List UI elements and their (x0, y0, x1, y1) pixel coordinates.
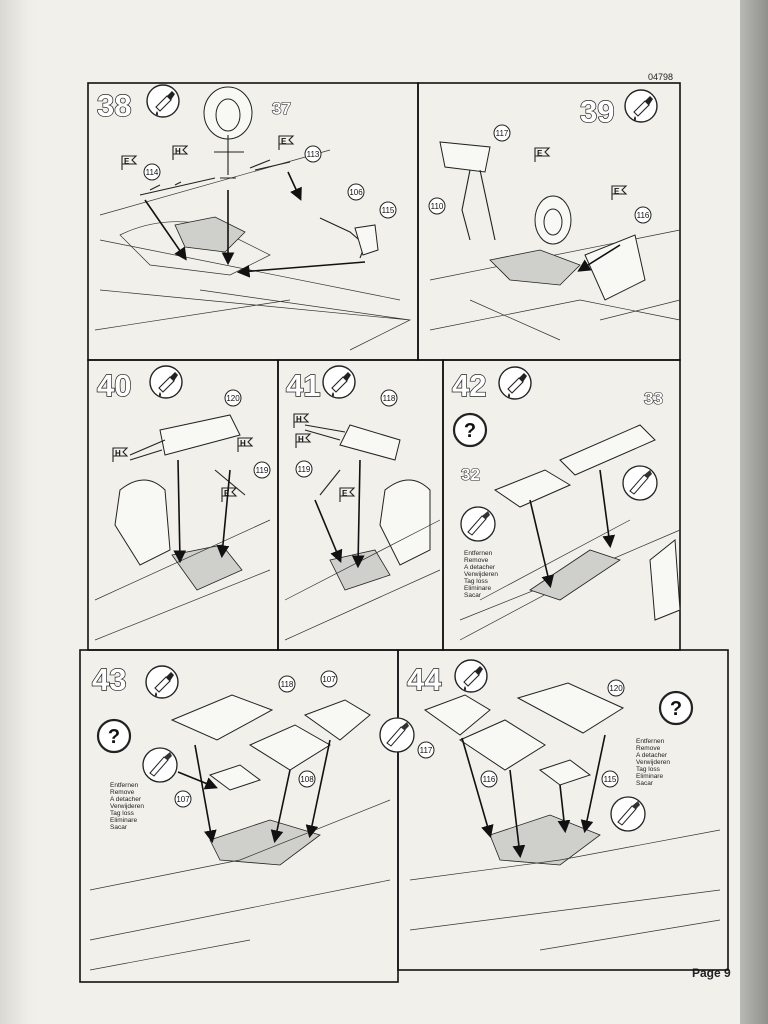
svg-text:Verwijderen: Verwijderen (110, 803, 144, 810)
part-label: 113 (307, 150, 320, 159)
question-mark: ? (464, 420, 476, 442)
document-code: 04798 (648, 72, 674, 82)
part-label: 120 (226, 394, 240, 403)
glue-icon (498, 366, 532, 400)
cutter-icon (142, 747, 178, 783)
part-label: 119 (256, 466, 269, 475)
part-label: 106 (349, 188, 363, 197)
part-label: 115 (382, 206, 395, 215)
svg-text:E: E (537, 149, 543, 158)
svg-text:H: H (115, 449, 121, 458)
glue-icon (624, 89, 658, 123)
part-label: 117 (496, 129, 509, 138)
part-label: 115 (604, 775, 617, 784)
cutter-icon (622, 465, 658, 501)
svg-text:Remove: Remove (636, 745, 661, 752)
part-label: 116 (637, 211, 650, 220)
svg-text:Sacar: Sacar (464, 592, 482, 599)
cutter-icon (460, 506, 496, 542)
svg-text:E: E (614, 187, 620, 196)
step-43-number: 43 (92, 662, 126, 697)
svg-text:H: H (296, 415, 302, 424)
remove-note: Entfernen Remove A detacher Verwijderen … (464, 550, 498, 599)
page-spine-shadow (0, 0, 38, 1024)
page-edge-background (740, 0, 768, 1024)
step-41-panel: 41 H H E 118 119 (277, 359, 444, 651)
step-39-number: 39 (580, 94, 614, 129)
step-41-number: 41 (286, 368, 320, 403)
part-label: 117 (420, 746, 433, 755)
svg-text:Sacar: Sacar (110, 824, 128, 831)
svg-text:A detacher: A detacher (636, 752, 668, 759)
svg-text:A detacher: A detacher (110, 796, 142, 803)
svg-text:E: E (124, 157, 130, 166)
part-label: 114 (146, 168, 159, 177)
svg-text:Verwijderen: Verwijderen (464, 571, 498, 578)
svg-text:Eliminare: Eliminare (110, 817, 137, 824)
step-43-panel: 43 ? 118 107 108 107 Entfernen Remove A … (79, 649, 399, 983)
glue-icon (322, 365, 356, 399)
svg-text:A detacher: A detacher (464, 564, 496, 571)
svg-text:Entfernen: Entfernen (110, 782, 139, 789)
svg-text:E: E (224, 489, 230, 498)
part-label: 32 (461, 465, 480, 484)
step-44-panel: 44 ? 120 117 116 115 Entfernen Remove A … (379, 649, 729, 971)
svg-text:H: H (298, 435, 304, 444)
part-label: 107 (322, 675, 336, 684)
cutter-icon (610, 796, 646, 832)
svg-text:Verwijderen: Verwijderen (636, 759, 670, 766)
svg-text:Entfernen: Entfernen (464, 550, 493, 557)
part-label: 119 (298, 465, 311, 474)
step-38-panel: 38 E H E 37 113 114 106 115 (87, 82, 419, 361)
cutter-icon (379, 717, 415, 753)
svg-text:Tag loss: Tag loss (110, 810, 135, 817)
part-label: 108 (300, 775, 314, 784)
svg-text:E: E (281, 137, 287, 146)
svg-text:Sacar: Sacar (636, 780, 654, 787)
svg-text:Tag loss: Tag loss (464, 578, 489, 585)
svg-text:Entfernen: Entfernen (636, 738, 665, 745)
svg-text:E: E (342, 489, 348, 498)
remove-note: Entfernen Remove A detacher Verwijderen … (636, 738, 670, 787)
svg-text:Tag loss: Tag loss (636, 766, 661, 773)
part-label: 120 (609, 684, 623, 693)
svg-text:Eliminare: Eliminare (636, 773, 663, 780)
part-label: 37 (272, 99, 291, 118)
step-38-number: 38 (97, 88, 131, 123)
part-label: 116 (483, 775, 496, 784)
part-label: 110 (431, 202, 444, 211)
step-42-number: 42 (452, 368, 486, 403)
question-mark: ? (670, 698, 682, 720)
question-mark: ? (108, 726, 120, 748)
glue-icon (149, 365, 183, 399)
glue-icon (454, 659, 488, 693)
glue-icon (145, 665, 179, 699)
part-label: 118 (383, 394, 396, 403)
step-40-number: 40 (97, 368, 131, 403)
glue-icon (146, 84, 180, 118)
step-39-panel: 39 E E 117 110 116 (417, 82, 681, 361)
part-label: 33 (644, 389, 663, 408)
remove-note: Entfernen Remove A detacher Verwijderen … (110, 782, 144, 831)
step-44-number: 44 (407, 662, 442, 697)
step-42-panel: 42 ? 33 32 Entfernen Remove A detacher V… (442, 359, 681, 651)
svg-text:H: H (240, 439, 246, 448)
part-label: 118 (281, 680, 294, 689)
part-label: 107 (176, 795, 190, 804)
svg-text:Eliminare: Eliminare (464, 585, 491, 592)
step-40-panel: 40 H H E 120 119 (87, 359, 279, 651)
svg-text:Remove: Remove (110, 789, 135, 796)
svg-text:Remove: Remove (464, 557, 489, 564)
svg-text:H: H (175, 147, 181, 156)
